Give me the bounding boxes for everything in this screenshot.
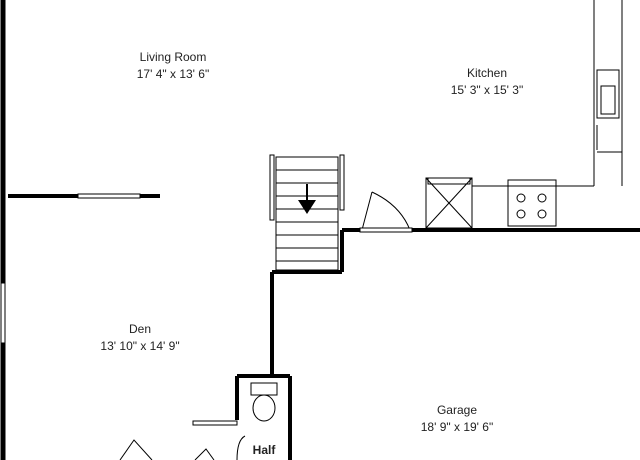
sink-icon (596, 69, 622, 153)
door-swing-icon (359, 191, 413, 233)
room-dimensions: 13' 10" x 14' 9" (100, 339, 180, 353)
room-name: Kitchen (466, 66, 508, 80)
room-dimensions: 17' 4" x 13' 6" (136, 67, 210, 81)
room-name: Den (128, 322, 151, 336)
room-dimensions: 15' 3" x 15' 3" (450, 83, 524, 97)
toilet-icon (250, 382, 278, 422)
room-dimensions: 18' 9" x 19' 6" (420, 420, 494, 434)
room-name: Living Room (139, 50, 207, 64)
kitchen-counters (425, 0, 623, 229)
windows (0, 154, 345, 344)
room-name: Garage (436, 403, 478, 417)
half-bath-door (192, 420, 246, 460)
room-label-living-room: Living Room 17' 4" x 13' 6" (137, 50, 209, 81)
room-label-den: Den 13' 10" x 14' 9" (100, 322, 179, 353)
room-name: Half (252, 443, 276, 457)
room-label-kitchen: Kitchen 15' 3" x 15' 3" (451, 66, 523, 97)
stair-down-arrow-icon (298, 184, 316, 214)
stove-icon (507, 179, 557, 227)
room-label-garage: Garage 18' 9" x 19' 6" (421, 403, 493, 434)
interior-walls (8, 194, 640, 460)
room-label-half-bath: Half (253, 443, 276, 457)
den-door-swings (119, 439, 215, 460)
